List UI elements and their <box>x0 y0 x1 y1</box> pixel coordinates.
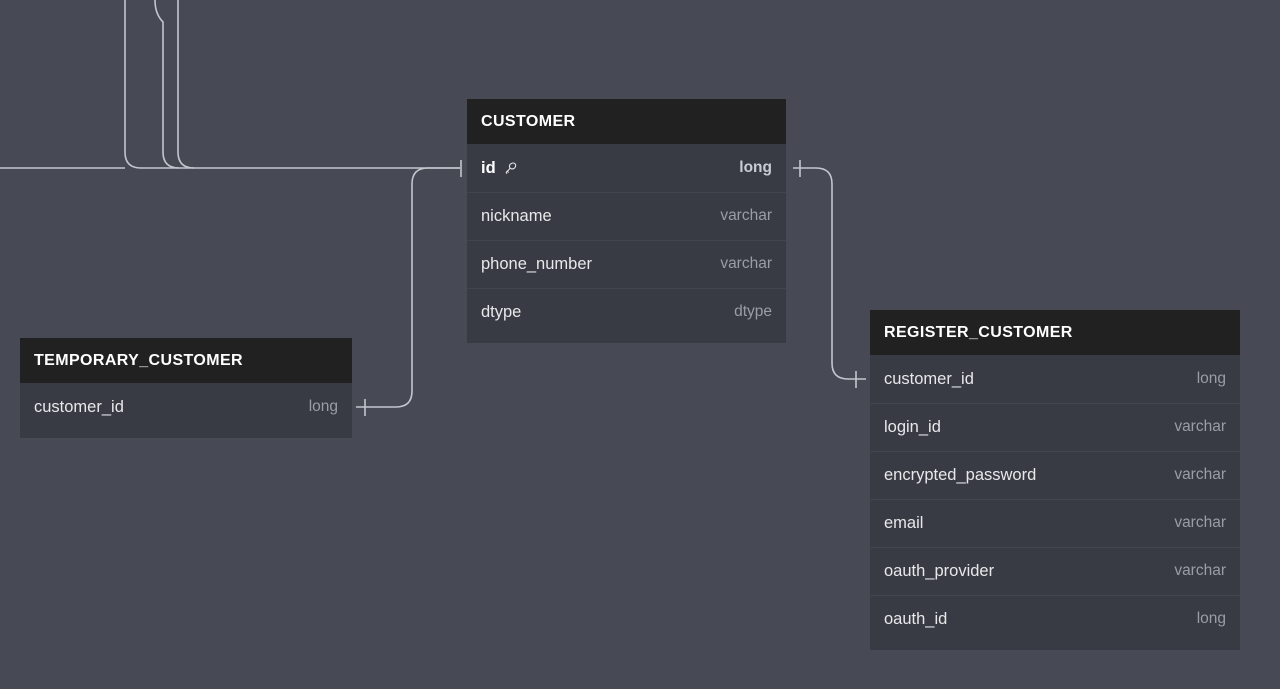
attribute-row[interactable]: dtype dtype <box>467 288 786 336</box>
entity-customer-attributes: id long nickname varchar <box>467 144 786 343</box>
entity-temporary-customer[interactable]: TEMPORARY_CUSTOMER customer_id long <box>20 338 352 438</box>
attribute-name: customer_id <box>34 397 124 416</box>
attribute-row[interactable]: oauth_provider varchar <box>870 547 1240 595</box>
attribute-row[interactable]: nickname varchar <box>467 192 786 240</box>
entity-register-customer-title: REGISTER_CUSTOMER <box>870 310 1240 355</box>
entity-temporary-customer-title: TEMPORARY_CUSTOMER <box>20 338 352 383</box>
attribute-type: long <box>1196 370 1226 387</box>
attribute-name: encrypted_password <box>884 465 1037 484</box>
attribute-type: long <box>308 398 338 415</box>
attribute-name-cell: id <box>481 159 518 178</box>
attribute-name: email <box>884 513 924 532</box>
attribute-name: login_id <box>884 417 941 436</box>
entity-customer-title: CUSTOMER <box>467 99 786 144</box>
attribute-name: id <box>481 158 496 177</box>
attribute-row[interactable]: phone_number varchar <box>467 240 786 288</box>
attribute-type: varchar <box>1174 466 1226 483</box>
attribute-type: varchar <box>720 207 772 224</box>
attribute-row[interactable]: id long <box>467 144 786 192</box>
attribute-row[interactable]: email varchar <box>870 499 1240 547</box>
entity-temporary-customer-attributes: customer_id long <box>20 383 352 438</box>
edge-offscreen-c <box>177 0 195 169</box>
attribute-type: dtype <box>734 303 772 320</box>
attribute-name: customer_id <box>884 369 974 388</box>
edge-offscreen-a <box>124 0 460 169</box>
attribute-name: oauth_provider <box>884 561 995 580</box>
entity-customer[interactable]: CUSTOMER id long nickn <box>467 99 786 343</box>
edge-offscreen-b <box>154 0 180 169</box>
attribute-name: dtype <box>481 302 522 321</box>
attribute-row[interactable]: oauth_id long <box>870 595 1240 643</box>
attribute-name: oauth_id <box>884 609 948 628</box>
attribute-name: nickname <box>481 206 552 225</box>
attribute-type: varchar <box>1174 418 1226 435</box>
attribute-type: long <box>1196 610 1226 627</box>
attribute-type: varchar <box>1174 514 1226 531</box>
attribute-row[interactable]: customer_id long <box>870 355 1240 403</box>
edge-customer-to-register <box>793 167 866 380</box>
key-icon <box>503 161 518 176</box>
attribute-type: varchar <box>1174 562 1226 579</box>
attribute-type: varchar <box>720 255 772 272</box>
attribute-row[interactable]: encrypted_password varchar <box>870 451 1240 499</box>
attribute-name: phone_number <box>481 254 593 273</box>
attribute-row[interactable]: customer_id long <box>20 383 352 431</box>
entity-register-customer-attributes: customer_id long login_id varchar encryp… <box>870 355 1240 650</box>
entity-register-customer[interactable]: REGISTER_CUSTOMER customer_id long login… <box>870 310 1240 650</box>
edge-temporary-to-customer <box>356 167 460 408</box>
attribute-type: long <box>739 159 772 176</box>
attribute-row[interactable]: login_id varchar <box>870 403 1240 451</box>
